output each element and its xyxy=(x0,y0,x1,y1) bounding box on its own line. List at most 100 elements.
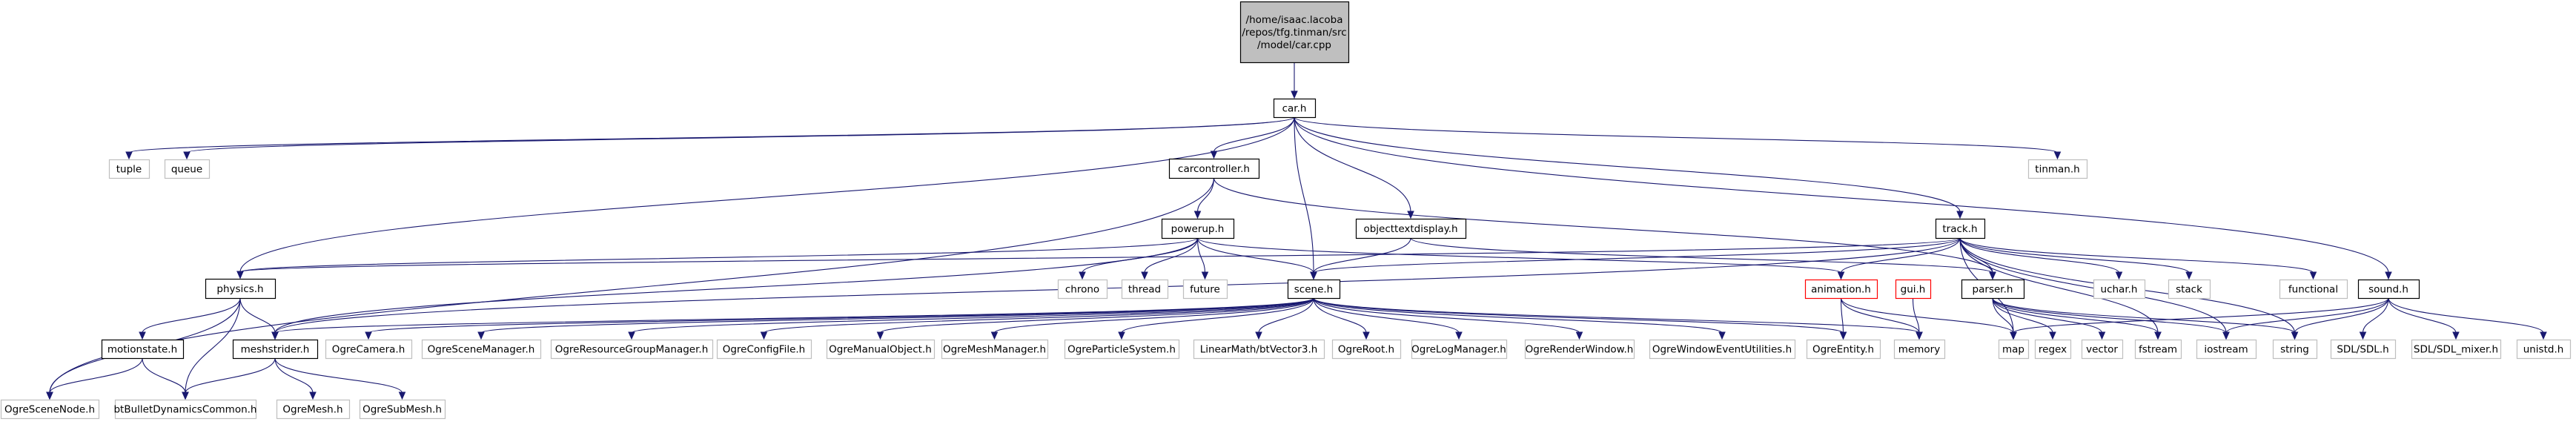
node-ogrerenderwindow-h[interactable]: OgreRenderWindow.h xyxy=(1524,339,1635,360)
node-tinman-h[interactable]: tinman.h xyxy=(2027,159,2088,179)
edge-powerup-h-to-thread xyxy=(1141,237,1199,280)
node-stack[interactable]: stack xyxy=(2168,279,2211,300)
node-label: uchar.h xyxy=(2101,284,2138,296)
edge-car-h-to-track-h xyxy=(1294,116,1964,219)
edge-scene-h-to-linearmath-btvector3-h xyxy=(1255,297,1314,340)
node-tuple[interactable]: tuple xyxy=(108,159,150,179)
node-box xyxy=(1355,218,1467,239)
node-animation-h[interactable]: animation.h xyxy=(1804,279,1878,300)
node-scene-h[interactable]: scene.h xyxy=(1287,279,1341,300)
node-box xyxy=(114,399,257,420)
node-sound-h[interactable]: sound.h xyxy=(2357,279,2420,300)
node-string[interactable]: string xyxy=(2272,339,2318,360)
edge-sound-h-to-string xyxy=(2291,297,2389,340)
edge-scene-h-to-ogremanualobject-h xyxy=(876,297,1314,340)
node-btbulletdynamicscommon-h[interactable]: btBulletDynamicsCommon.h xyxy=(113,399,257,420)
node-box xyxy=(0,399,100,420)
node-ogremesh-h[interactable]: OgreMesh.h xyxy=(276,399,351,420)
edge-physics-h-to-btbulletdynamicscommon-h xyxy=(182,297,241,400)
node-box xyxy=(1168,158,1260,179)
node-ogremanualobject-h[interactable]: OgreManualObject.h xyxy=(826,339,936,360)
node-box xyxy=(232,339,319,360)
node-label: functional xyxy=(2288,284,2338,296)
node-powerup-h[interactable]: powerup.h xyxy=(1161,218,1235,239)
node-ogreroot-h[interactable]: OgreRoot.h xyxy=(1331,339,1402,360)
node-future[interactable]: future xyxy=(1182,279,1228,300)
node-thread[interactable]: thread xyxy=(1121,279,1169,300)
node-label: OgreSceneNode.h xyxy=(4,404,95,416)
node-label: chrono xyxy=(1065,284,1099,296)
node-ogrescenemanager-h[interactable]: OgreSceneManager.h xyxy=(421,339,542,360)
node-label: unistd.h xyxy=(2523,344,2564,356)
node-memory[interactable]: memory xyxy=(1893,339,1946,360)
node-box xyxy=(1057,279,1108,300)
node-map[interactable]: map xyxy=(1998,339,2030,360)
edge-car-h-to-tinman-h xyxy=(1294,116,2062,160)
node-label: OgreSceneManager.h xyxy=(428,344,535,356)
node-ogrescenenode-h[interactable]: OgreSceneNode.h xyxy=(0,399,100,420)
node-root[interactable]: /home/isaac.lacoba/repos/tfg.tinman/src/… xyxy=(1239,1,1350,64)
node-regex[interactable]: regex xyxy=(2034,339,2072,360)
node-uchar-h[interactable]: uchar.h xyxy=(2093,279,2146,300)
node-functional[interactable]: functional xyxy=(2279,279,2348,300)
edge-car-h-to-queue xyxy=(183,116,1295,160)
node-box xyxy=(1524,339,1635,360)
edge-motionstate-h-to-btbulletdynamicscommon-h xyxy=(142,357,189,400)
node-label: OgreCamera.h xyxy=(332,344,405,356)
node-label: iostream xyxy=(2204,344,2248,356)
node-ogrewindoweventutilities-h[interactable]: OgreWindowEventUtilities.h xyxy=(1649,339,1796,360)
node-box xyxy=(325,339,413,360)
node-ogreconfigfile-h[interactable]: OgreConfigFile.h xyxy=(716,339,812,360)
node-label: thread xyxy=(1128,284,1161,296)
node-chrono[interactable]: chrono xyxy=(1057,279,1108,300)
node-iostream[interactable]: iostream xyxy=(2196,339,2257,360)
node-label: OgreMeshManager.h xyxy=(943,344,1046,356)
node-ogremeshmanager-h[interactable]: OgreMeshManager.h xyxy=(941,339,1049,360)
node-ogreresourcegroupmanager-h[interactable]: OgreResourceGroupManager.h xyxy=(550,339,714,360)
node-box xyxy=(2330,339,2397,360)
node-sdl-sdl-h[interactable]: SDL/SDL.h xyxy=(2330,339,2397,360)
node-vector[interactable]: vector xyxy=(2081,339,2124,360)
node-physics-h[interactable]: physics.h xyxy=(205,278,277,300)
node-car-h[interactable]: car.h xyxy=(1273,98,1317,119)
node-meshstrider-h[interactable]: meshstrider.h xyxy=(232,339,319,360)
node-box xyxy=(2027,159,2088,179)
node-ogrecamera-h[interactable]: OgreCamera.h xyxy=(325,339,413,360)
node-sdl-sdl-mixer-h[interactable]: SDL/SDL_mixer.h xyxy=(2411,339,2502,360)
node-fstream[interactable]: fstream xyxy=(2134,339,2182,360)
node-linearmath-btvector3-h[interactable]: LinearMath/btVector3.h xyxy=(1193,339,1325,360)
node-ogreparticlesystem-h[interactable]: OgreParticleSystem.h xyxy=(1064,339,1180,360)
edge-scene-h-to-meshstrider-h xyxy=(271,297,1314,340)
node-label: vector xyxy=(2086,344,2118,356)
node-ogrelogmanager-h[interactable]: OgreLogManager.h xyxy=(1411,339,1508,360)
edge-scene-h-to-ogrescenemanager-h xyxy=(477,297,1314,340)
edge-gui-h-to-memory xyxy=(1912,297,1923,340)
node-queue[interactable]: queue xyxy=(164,159,211,179)
edges-layer xyxy=(46,62,2547,400)
node-box xyxy=(2168,279,2211,300)
node-motionstate-h[interactable]: motionstate.h xyxy=(101,339,185,360)
node-parser-h[interactable]: parser.h xyxy=(1961,279,2025,300)
node-ogresubmesh-h[interactable]: OgreSubMesh.h xyxy=(359,399,446,420)
node-label: OgreMesh.h xyxy=(282,404,342,416)
node-label: animation.h xyxy=(1811,284,1871,296)
node-unistd-h[interactable]: unistd.h xyxy=(2516,339,2572,360)
node-ogreentity-h[interactable]: OgreEntity.h xyxy=(1806,339,1881,360)
node-gui-h[interactable]: gui.h xyxy=(1895,279,1932,300)
edge-meshstrider-h-to-ogremesh-h xyxy=(274,357,317,400)
node-box xyxy=(1998,339,2030,360)
node-box xyxy=(164,159,211,179)
node-label: sound.h xyxy=(2368,284,2408,296)
node-carcontroller-h[interactable]: carcontroller.h xyxy=(1168,158,1260,179)
node-objecttextdisplay-h[interactable]: objecttextdisplay.h xyxy=(1355,218,1467,239)
node-box xyxy=(1239,1,1350,64)
node-label: memory xyxy=(1898,344,1940,356)
node-box xyxy=(2093,279,2146,300)
node-label: /model/car.cpp xyxy=(1257,39,1331,51)
edge-animation-h-to-ogreentity-h xyxy=(1839,297,1847,340)
edge-parser-h-to-fstream xyxy=(1992,297,2162,340)
edge-parser-h-to-regex xyxy=(1992,297,2056,340)
edge-track-h-to-animation-h xyxy=(1837,237,1961,280)
edge-sound-h-to-map xyxy=(2010,297,2389,340)
node-track-h[interactable]: track.h xyxy=(1935,218,1986,239)
